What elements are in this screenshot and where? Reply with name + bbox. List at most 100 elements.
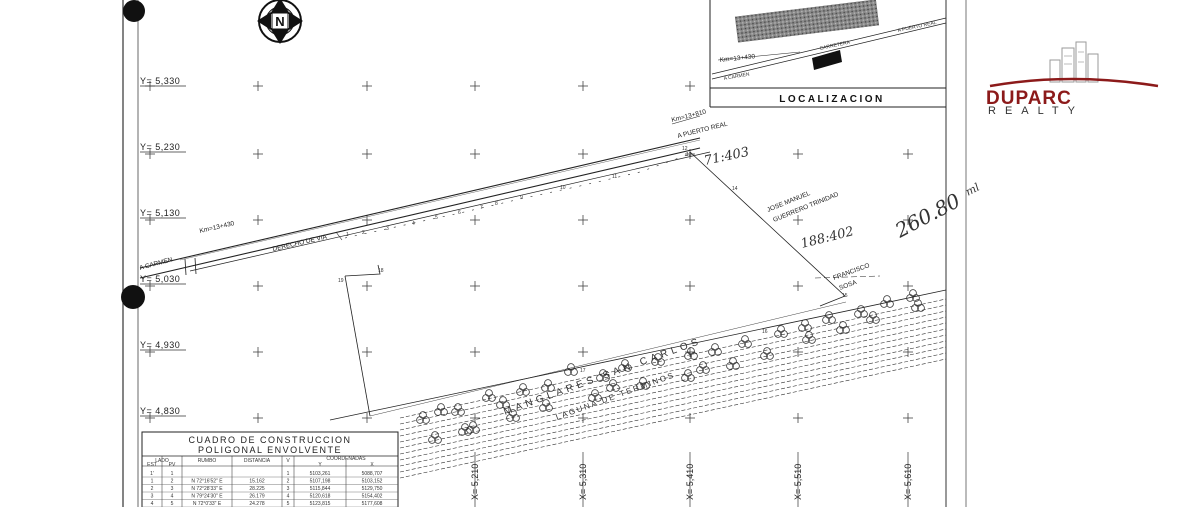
mangrove-symbol [466, 421, 480, 434]
mangrove-symbol [564, 363, 578, 376]
table-cell: N 72°28'33" E [191, 486, 223, 492]
y-label: Y= 4,930 [140, 340, 180, 350]
road-derecho-via: DERECHO DE VIA [272, 233, 328, 252]
vertex-19: 19 [338, 278, 344, 284]
mangrove-symbol [434, 403, 448, 416]
vertex-9: 9 [520, 195, 523, 201]
table-cell: 5154,402 [362, 494, 383, 500]
table-subheader-pv: PV [169, 462, 176, 468]
table-cell: 24.278 [249, 501, 265, 507]
table-cell: 4 [287, 494, 290, 500]
location-inset: Km=13+430 A CARMEN CARRETERA A PUERTO RE… [709, 0, 947, 108]
road-km-left: Km=13+430 [199, 220, 235, 235]
table-cell: 15.162 [249, 479, 265, 485]
table-cell: 5103,152 [362, 479, 383, 485]
mangrove-symbol [606, 379, 620, 392]
mangrove-symbol [506, 409, 520, 422]
inset-title: LOCALIZACION [779, 94, 885, 105]
vertex-3: 3 [386, 226, 389, 232]
vertex-6: 6 [458, 210, 461, 216]
road: A CARMEN Km=13+430 DERECHO DE VIA A PUER… [139, 108, 729, 279]
handwritten-ml-mark: ml [963, 180, 982, 198]
mangrove-symbol [596, 369, 610, 382]
table-cell: 5 [287, 501, 290, 507]
table-header-v: V [286, 458, 290, 464]
lagoon-shoreline [329, 289, 947, 479]
mangrove-symbol [906, 289, 920, 302]
mangrove-symbol [539, 399, 553, 412]
inset-carretera: CARRETERA [819, 40, 851, 52]
inset-puerto-real: A PUERTO REAL [897, 20, 937, 34]
binder-hole-top [123, 0, 145, 22]
label-laguna-de-terminos: LAGUNA DE TERMINOS [555, 370, 677, 422]
table-cell: N 79°24'30" E [191, 494, 223, 500]
table-header-lado: LADO [155, 458, 169, 464]
y-label: Y= 5,030 [140, 274, 180, 284]
mangrove-symbol [618, 359, 632, 372]
table-cell: 2 [171, 479, 174, 485]
vertex-15: 15 [842, 293, 848, 299]
duparc-logo: DUPARC REALTY [986, 41, 1159, 117]
table-cell: 4 [151, 501, 154, 507]
table-cell: 1 [151, 479, 154, 485]
road-label-carmen: A CARMEN [139, 256, 174, 272]
vertex-11: 11 [612, 174, 617, 180]
mangrove-symbol [738, 335, 752, 348]
lot-polygon: 12 13 11 10 9 8 7 6 5 4 3 2 1 14 15 16 1… [335, 146, 881, 417]
table-cell: 4 [171, 494, 174, 500]
table-cell: 1' [150, 471, 154, 477]
table-subheader-y: Y [318, 462, 322, 468]
table-cell: 5088,707 [362, 471, 383, 477]
y-label: Y= 5,330 [140, 76, 180, 86]
table-cell: 5177,608 [362, 501, 383, 507]
mangrove-symbol [798, 319, 812, 332]
north-label: N [275, 14, 284, 29]
mangrove-symbol [822, 311, 836, 324]
table-cell: 5107,198 [310, 479, 331, 485]
mangrove-symbol [911, 299, 925, 312]
logo-brand: DUPARC [986, 88, 1072, 109]
table-cell: 1 [287, 471, 290, 477]
table-cell: 28.225 [249, 486, 265, 492]
handwritten-note-top: 71:403 [703, 145, 751, 169]
y-label: Y= 5,230 [140, 142, 180, 152]
mangrove-symbol [458, 423, 472, 436]
table-title-1: CUADRO DE CONSTRUCCION [188, 435, 351, 445]
table-cell: 5115,844 [310, 486, 331, 492]
logo-sub: REALTY [988, 105, 1084, 117]
inset-carmen: A CARMEN [723, 71, 750, 82]
vertex-12: 12 [682, 146, 688, 152]
vertex-13: 13 [686, 152, 692, 158]
mangrove-symbol [516, 383, 530, 396]
table-subheader-x: X [370, 462, 374, 468]
handwritten-note-mid: 188:402 [799, 224, 855, 252]
mangrove-symbol [854, 305, 868, 318]
vertex-5: 5 [435, 215, 438, 221]
mangrove-symbol [866, 311, 880, 324]
table-cell: 1 [171, 471, 174, 477]
road-km-right: Km=13+810 [671, 108, 707, 123]
table-cell: 26.179 [249, 494, 265, 500]
mangrove-symbol [541, 379, 555, 392]
mangrove-symbol [802, 331, 816, 344]
vertex-4: 4 [412, 221, 415, 227]
vertex-18: 18 [378, 268, 384, 274]
table-header-rumbo: RUMBO [198, 458, 217, 464]
table-cell: 5 [171, 501, 174, 507]
mangrove-symbol [588, 389, 602, 402]
table-cell: 2 [287, 479, 290, 485]
north-arrow: N [257, 0, 303, 44]
mangrove-symbol [708, 343, 722, 356]
mangrove-symbol [696, 361, 710, 374]
mangrove-symbol [482, 389, 496, 402]
mangrove-symbols [416, 289, 925, 444]
table-cell: 3 [171, 486, 174, 492]
neighbor-francisco: FRANCISCO [832, 262, 870, 282]
lagoon-hatching [399, 298, 947, 479]
vertex-14: 14 [732, 186, 738, 192]
